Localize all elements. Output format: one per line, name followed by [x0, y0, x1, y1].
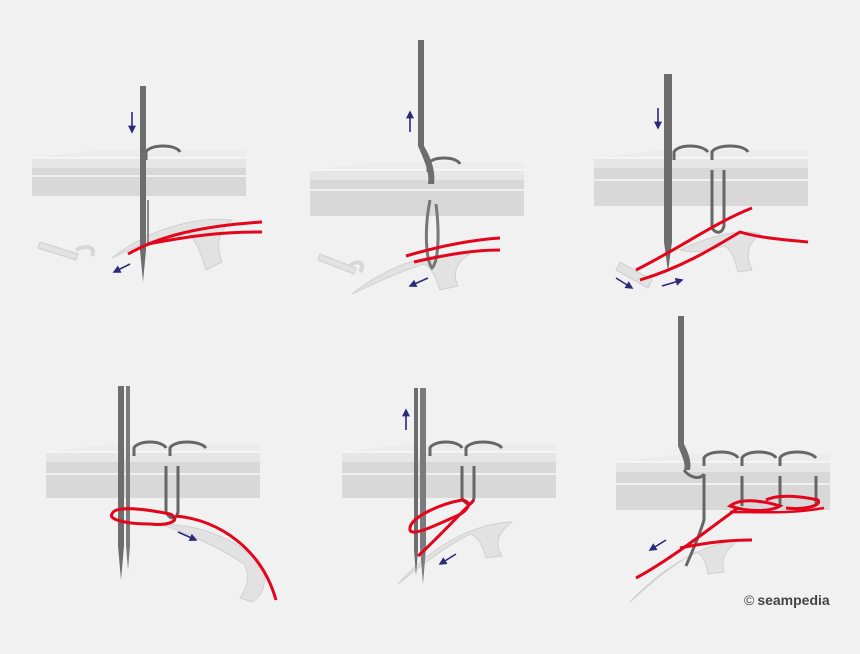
fabric-layers	[310, 162, 524, 216]
fabric-layers	[594, 150, 808, 206]
looper-thread	[679, 538, 753, 550]
copyright-symbol: ©	[744, 592, 755, 608]
spreader-hook	[348, 260, 365, 274]
needle-thread-loop	[672, 144, 750, 160]
looper-direction-arrow	[438, 553, 457, 565]
looper-thread	[110, 507, 177, 526]
looper-direction-arrow	[112, 263, 131, 273]
looper-thread	[413, 248, 501, 264]
looper-hook	[159, 523, 265, 603]
spreader-part	[615, 261, 653, 289]
needle-thread	[424, 199, 440, 271]
fabric-layers	[46, 444, 260, 498]
looper-direction-arrow	[648, 539, 667, 551]
looper-thread	[175, 514, 278, 601]
looper-thread-chain	[729, 506, 825, 514]
step-4-panel	[46, 386, 278, 603]
looper-thread	[147, 230, 263, 246]
needle	[664, 74, 672, 272]
needle	[420, 388, 426, 584]
spreader-part	[317, 253, 357, 275]
copyright-credit: ©seampedia	[744, 592, 830, 608]
needle-thread-loop	[428, 440, 504, 456]
step-5-panel	[342, 388, 556, 585]
brand-name: seampedia	[757, 592, 830, 608]
needle	[414, 388, 418, 576]
needle	[118, 386, 124, 580]
spreader-hook	[75, 245, 95, 257]
fabric-layers	[616, 454, 830, 510]
fabric-layers	[32, 150, 246, 196]
looper-hook	[397, 521, 514, 585]
step-1-panel	[32, 86, 263, 282]
step-2-panel	[310, 40, 524, 295]
looper-direction-arrow	[408, 277, 429, 288]
looper-thread	[405, 236, 501, 258]
needle-thread-loop	[144, 144, 182, 160]
needle-thread-loop	[702, 450, 818, 466]
looper-thread	[127, 220, 263, 256]
looper-thread-chain	[726, 494, 821, 512]
needle	[418, 40, 435, 184]
spreader-direction-arrow	[615, 277, 634, 289]
needle	[126, 386, 130, 570]
step-6-panel	[616, 316, 830, 603]
looper-thread	[635, 206, 753, 272]
looper-thread	[635, 506, 739, 580]
needle-thread-loop	[132, 440, 208, 456]
spreader-part	[37, 241, 79, 261]
needle	[140, 86, 146, 282]
looper-thread	[639, 230, 809, 282]
step-3-panel	[594, 74, 809, 289]
fabric-layers	[342, 444, 556, 498]
needle	[678, 316, 691, 470]
looper-thread	[417, 498, 476, 558]
spreader-direction-arrow	[661, 278, 684, 287]
looper-hook	[351, 253, 472, 295]
looper-direction-arrow	[177, 531, 198, 542]
